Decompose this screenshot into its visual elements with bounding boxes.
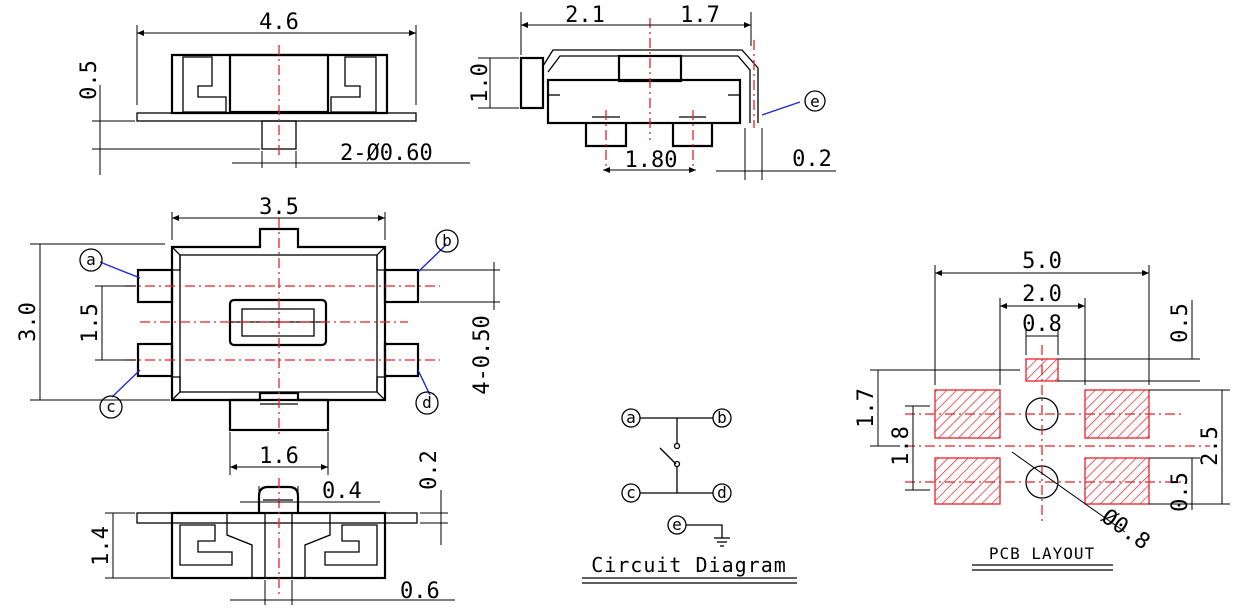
dim-pin-width: 4-0.50 bbox=[470, 315, 495, 394]
dim-top-pins: 2-Ø0.60 bbox=[340, 141, 433, 166]
circuit-label-c: c bbox=[626, 483, 636, 502]
dim-pcb-hole: Ø0.8 bbox=[1097, 504, 1155, 555]
label-c: c bbox=[106, 397, 116, 416]
circuit-caption: Circuit Diagram bbox=[591, 553, 787, 577]
side-view bbox=[478, 12, 836, 180]
dim-side-pitch: 1.80 bbox=[625, 148, 678, 173]
dim-pcb-pad: 0.8 bbox=[1022, 312, 1062, 337]
dim-pcb-gap-bottom: 0.5 bbox=[1168, 472, 1193, 512]
dim-pcb-height-left: 1.7 bbox=[854, 388, 879, 428]
dim-pin-pitch: 1.5 bbox=[78, 303, 103, 343]
dim-pcb-inner: 2.0 bbox=[1022, 282, 1062, 307]
dim-side-height: 1.0 bbox=[468, 63, 493, 103]
dim-pcb-height-right: 2.5 bbox=[1198, 426, 1223, 466]
circuit-label-e: e bbox=[672, 515, 682, 534]
dim-side-left: 2.1 bbox=[565, 3, 605, 28]
dim-pcb-gap-top: 0.5 bbox=[1168, 303, 1193, 343]
label-b: b bbox=[442, 231, 452, 250]
pcb-layout bbox=[870, 265, 1230, 571]
dim-actuator-width: 1.6 bbox=[259, 444, 299, 469]
label-d: d bbox=[422, 393, 432, 412]
dim-pcb-height-inner: 1.8 bbox=[889, 426, 914, 466]
dim-top-width: 4.6 bbox=[259, 10, 299, 35]
circuit-label-a: a bbox=[626, 408, 636, 427]
pcb-caption: PCB LAYOUT bbox=[989, 544, 1095, 563]
dim-pcb-width: 5.0 bbox=[1022, 249, 1062, 274]
dim-front-bottom: 0.6 bbox=[400, 579, 440, 604]
front-view bbox=[105, 478, 455, 605]
circuit-diagram bbox=[582, 408, 797, 584]
dim-front-height: 1.4 bbox=[89, 526, 114, 566]
label-a: a bbox=[86, 250, 96, 269]
dim-front-pin: 0.4 bbox=[322, 479, 362, 504]
top-view bbox=[92, 25, 470, 175]
circuit-label-d: d bbox=[717, 483, 727, 502]
dim-front-top: 0.2 bbox=[417, 450, 442, 490]
plan-view bbox=[30, 212, 500, 475]
dim-side-right: 1.7 bbox=[680, 3, 720, 28]
label-e-side: e bbox=[810, 92, 820, 111]
dim-body-width: 3.5 bbox=[259, 195, 299, 220]
dim-side-thickness: 0.2 bbox=[792, 147, 832, 172]
dim-body-height: 3.0 bbox=[16, 302, 41, 342]
dim-top-height: 0.5 bbox=[77, 60, 102, 100]
circuit-label-b: b bbox=[717, 408, 727, 427]
